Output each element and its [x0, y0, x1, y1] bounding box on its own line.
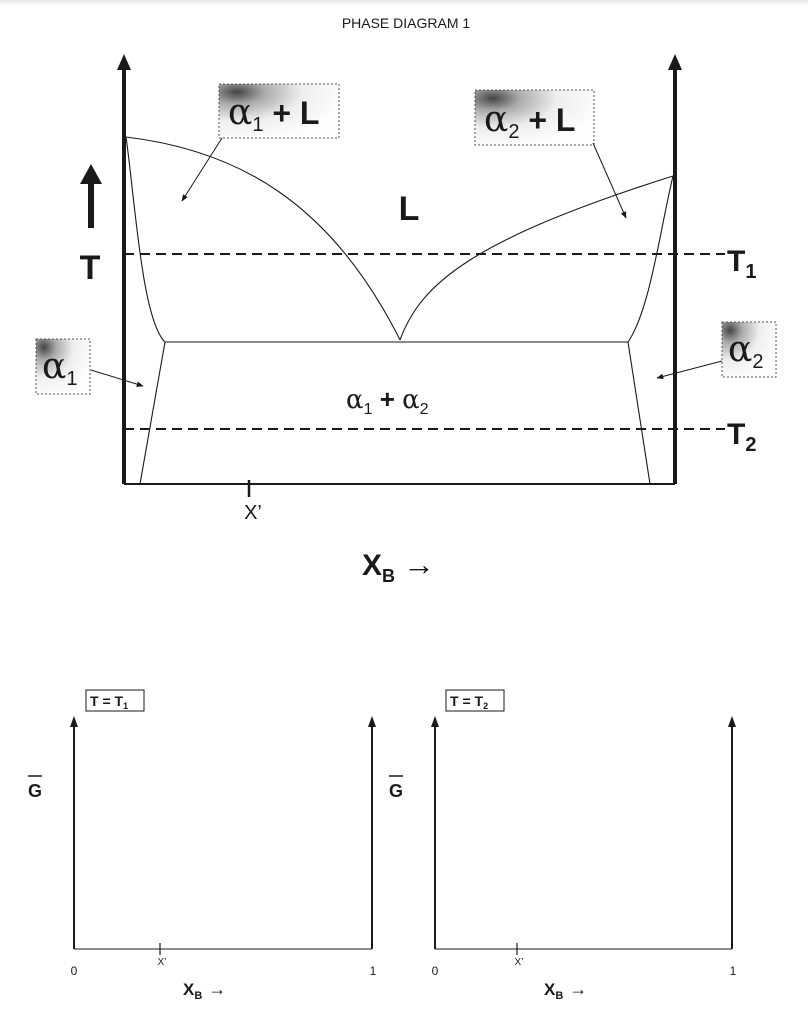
alpha1-pointer: [90, 369, 144, 387]
alpha2-label: α2: [721, 321, 777, 378]
right-axis-arrowhead: [668, 54, 682, 70]
alpha1-liquid-label-box: [218, 83, 340, 139]
alpha2-liquid-alpha: α: [484, 99, 508, 140]
alpha1-liquid-pointer: [181, 137, 223, 202]
svg-text:α2 + L: α2 + L: [484, 99, 575, 143]
plot-t1-g-label: G: [28, 781, 42, 801]
free-energy-plot-t1: T = T1 G X’ 0 1 XB→: [28, 689, 377, 1002]
plot-t2-x-label: XB→: [544, 979, 587, 1002]
right-solvus-line: [627, 341, 651, 485]
plot-t2-box-label: T = T2: [450, 693, 488, 711]
left-liquidus-curve: [125, 136, 401, 341]
alpha2-pointer: [656, 360, 723, 380]
svg-text:α2: α2: [728, 329, 763, 373]
plot-t1-marker-label: X’: [158, 957, 167, 968]
alpha1-label: α1: [35, 338, 91, 395]
composition-marker-label: X’: [244, 502, 262, 524]
plot-t2-left-arrowhead: [431, 716, 439, 727]
plot-t2-box: [445, 689, 505, 712]
alpha2-liquid-label: α2 + L: [474, 89, 595, 146]
plot-t2-marker-label: X’: [515, 957, 524, 968]
alpha1-label-box: [35, 338, 91, 395]
plot-t1-right-arrowhead: [368, 716, 376, 727]
two-solid-region-label: α1 + α2: [346, 384, 429, 418]
right-solidus-curve: [627, 175, 674, 343]
plot-t1-box-label: T = T1: [90, 693, 128, 711]
plot-t2-x-max: 1: [730, 964, 737, 978]
plot-t2-x-min: 0: [432, 964, 439, 978]
free-energy-plot-t2: T = T2 G X’ 0 1 XB→: [389, 689, 737, 1002]
alpha2-liquid-label-box: [474, 89, 595, 146]
alpha2-label-box: [721, 321, 777, 378]
liquid-region-label: L: [399, 190, 420, 228]
left-axis-arrowhead: [117, 54, 131, 70]
phase-diagram: T1 T2 T L α1 + L α2 + L α1 α2: [35, 54, 777, 586]
plot-t1-left-arrowhead: [70, 716, 78, 727]
alpha2-liquid-pointer: [592, 142, 627, 219]
top-shadow-band: [0, 0, 808, 6]
plot-t1-box: [85, 689, 145, 712]
temperature-arrowhead: [80, 164, 102, 184]
left-solvus-line: [139, 341, 166, 485]
plot-t1-x-min: 0: [71, 964, 78, 978]
isotherm-t2-label: T2: [727, 418, 756, 456]
temperature-label: T: [80, 249, 101, 287]
right-liquidus-curve: [399, 175, 674, 341]
plot-t2-right-arrowhead: [728, 716, 736, 727]
alpha1-liquid-alpha: α: [228, 92, 252, 133]
page-title: PHASE DIAGRAM 1: [342, 15, 471, 31]
alpha1-liquid-label: α1 + L: [218, 83, 340, 139]
left-solidus-curve: [125, 136, 166, 343]
plot-t1-x-max: 1: [370, 964, 377, 978]
isotherm-t1-label: T1: [727, 245, 756, 283]
composition-axis-label: XB→: [362, 546, 435, 586]
svg-text:α1: α1: [42, 346, 77, 390]
plot-t2-g-label: G: [389, 781, 403, 801]
svg-text:α1 + L: α1 + L: [228, 92, 319, 136]
plot-t1-x-label: XB→: [183, 979, 226, 1002]
